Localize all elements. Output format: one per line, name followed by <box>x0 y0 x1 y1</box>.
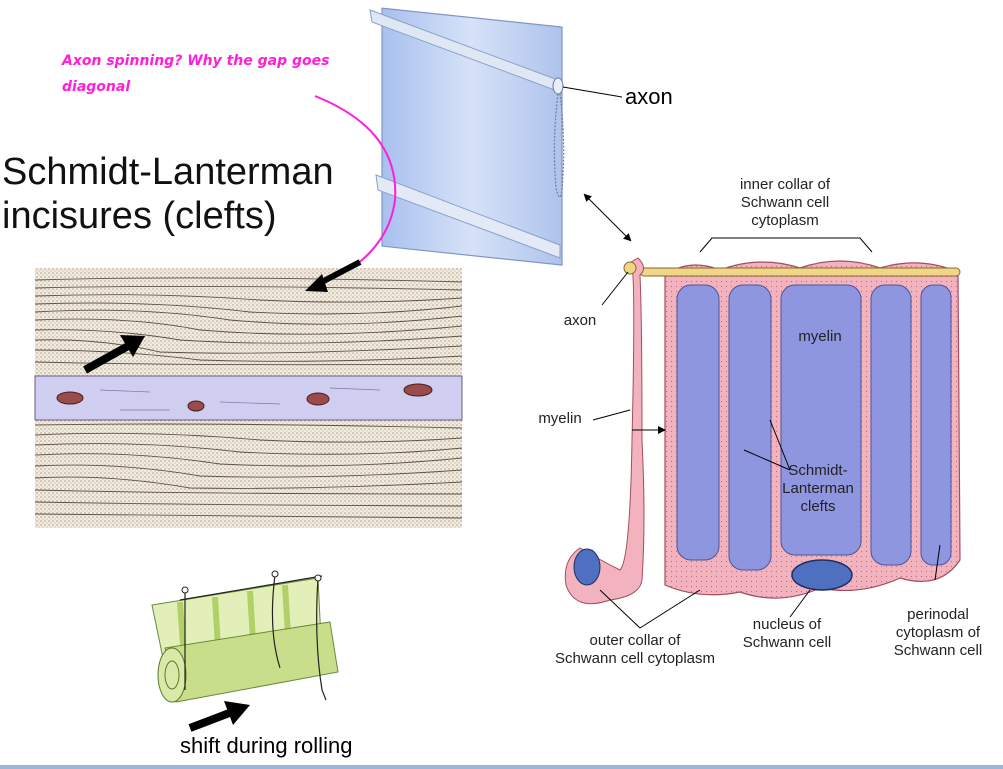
bottom-divider <box>0 765 1003 769</box>
clefts-line-1: Schmidt- <box>788 462 848 479</box>
double-arrow <box>583 193 632 242</box>
perinodal-line-3: Schwann cell <box>893 642 983 659</box>
roller-blind-illustration <box>369 7 623 266</box>
perinodal-line-1: perinodal <box>907 606 969 623</box>
outer-collar-label: outer collar of Schwann cell cytoplasm <box>535 632 735 668</box>
inner-collar-label: inner collar of Schwann cell cytoplasm <box>700 176 870 230</box>
schwann-cell-schematic <box>564 237 961 629</box>
axon-label-diagram: axon <box>563 312 597 329</box>
nucleus-label: nucleus of Schwann cell <box>727 616 847 652</box>
title-line-1: Schmidt-Lanterman <box>2 151 334 193</box>
annotation-line-2: diagonal <box>62 79 131 95</box>
annotation-line-1: Axon spinning? Why the gap goes <box>62 53 330 69</box>
clefts-line-2: Lanterman <box>782 480 854 497</box>
axon-label-blind: axon <box>625 84 673 109</box>
perinodal-label: perinodal cytoplasm of Schwann cell <box>878 606 998 660</box>
myelin-section-drawing <box>34 268 463 528</box>
outer-collar-line-2: Schwann cell cytoplasm <box>554 650 716 667</box>
inner-collar-line-2: Schwann cell <box>740 194 830 211</box>
inner-collar-line-1: inner collar of <box>739 176 831 193</box>
inner-collar-line-3: cytoplasm <box>751 212 819 229</box>
shift-label: shift during rolling <box>180 733 353 758</box>
perinodal-line-2: cytoplasm of <box>895 624 981 641</box>
annotation-note: Axon spinning? Why the gap goes diagonal <box>62 48 362 100</box>
black-arrows <box>83 259 362 732</box>
nucleus-line-2: Schwann cell <box>742 634 832 651</box>
title-line-2: incisures (clefts) <box>2 195 277 237</box>
page-title: Schmidt-Lanterman incisures (clefts) <box>2 150 334 238</box>
clefts-label: Schmidt- Lanterman clefts <box>773 462 863 516</box>
nucleus-line-1: nucleus of <box>752 616 822 633</box>
rolled-mat-illustration <box>151 570 339 703</box>
myelin-label-inner: myelin <box>798 328 842 345</box>
outer-collar-line-1: outer collar of <box>589 632 681 649</box>
clefts-line-3: clefts <box>800 498 836 515</box>
myelin-label-outer: myelin <box>538 410 582 427</box>
